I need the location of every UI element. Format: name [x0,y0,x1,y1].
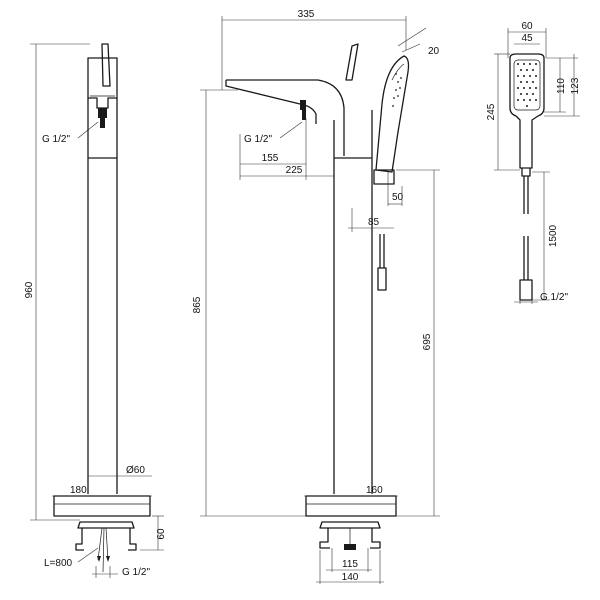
handshower [375,55,410,173]
handshower-head [509,53,545,169]
spray-nozzles [517,63,537,107]
dim-holder-offset: 50 [392,192,404,203]
dim-outlet-height: 865 [192,296,203,313]
dim-head-height: 123 [570,77,581,94]
shower-holder [373,169,395,185]
side-handle-body [87,57,118,109]
dim-pipe-diameter: Ø60 [126,465,145,476]
dim-holder-height: 695 [422,333,433,350]
front-body [333,110,373,494]
dim-front-base-width: 160 [366,485,383,496]
handshower-view: 60 45 110 123 245 [486,21,581,304]
dim-spout-offset: 155 [262,153,279,164]
dim-face-width: 45 [521,33,533,44]
side-hose-length: L=800 [44,558,73,569]
dim-total-height: 960 [24,281,35,298]
dim-fixing-spacing: 115 [342,559,358,570]
dim-head-width: 60 [521,21,533,32]
side-supply-thread: G 1/2" [122,567,150,578]
side-view: 960 G 1/2" Ø60 180 60 L=80 [24,43,167,578]
dim-handle-length: 245 [486,103,497,120]
dim-face-height: 110 [556,78,567,94]
side-mount-plate [77,521,135,529]
side-lever [101,43,111,87]
spout [225,79,345,156]
handshower-thread: G 1/2" [540,292,568,303]
dim-spout-reach: 335 [298,9,315,20]
side-inlet-thread: G 1/2" [42,134,70,145]
dim-side-base-height: 60 [156,528,167,540]
dim-hose-length: 1500 [548,224,559,247]
front-mount-plate [319,521,381,529]
front-lever [345,43,359,81]
dim-holder-width: 85 [368,217,380,228]
front-base [305,495,397,517]
side-base [53,495,151,517]
side-pipe [87,98,118,494]
front-view: 335 G 1/2" 155 225 20 [192,9,440,584]
front-outlet-thread: G 1/2" [244,134,272,145]
dim-side-base-width: 180 [70,485,87,496]
dim-plate-width: 140 [342,572,359,583]
dim-spout-to-body: 225 [286,165,303,176]
dim-handshower-angle: 20 [428,46,440,57]
